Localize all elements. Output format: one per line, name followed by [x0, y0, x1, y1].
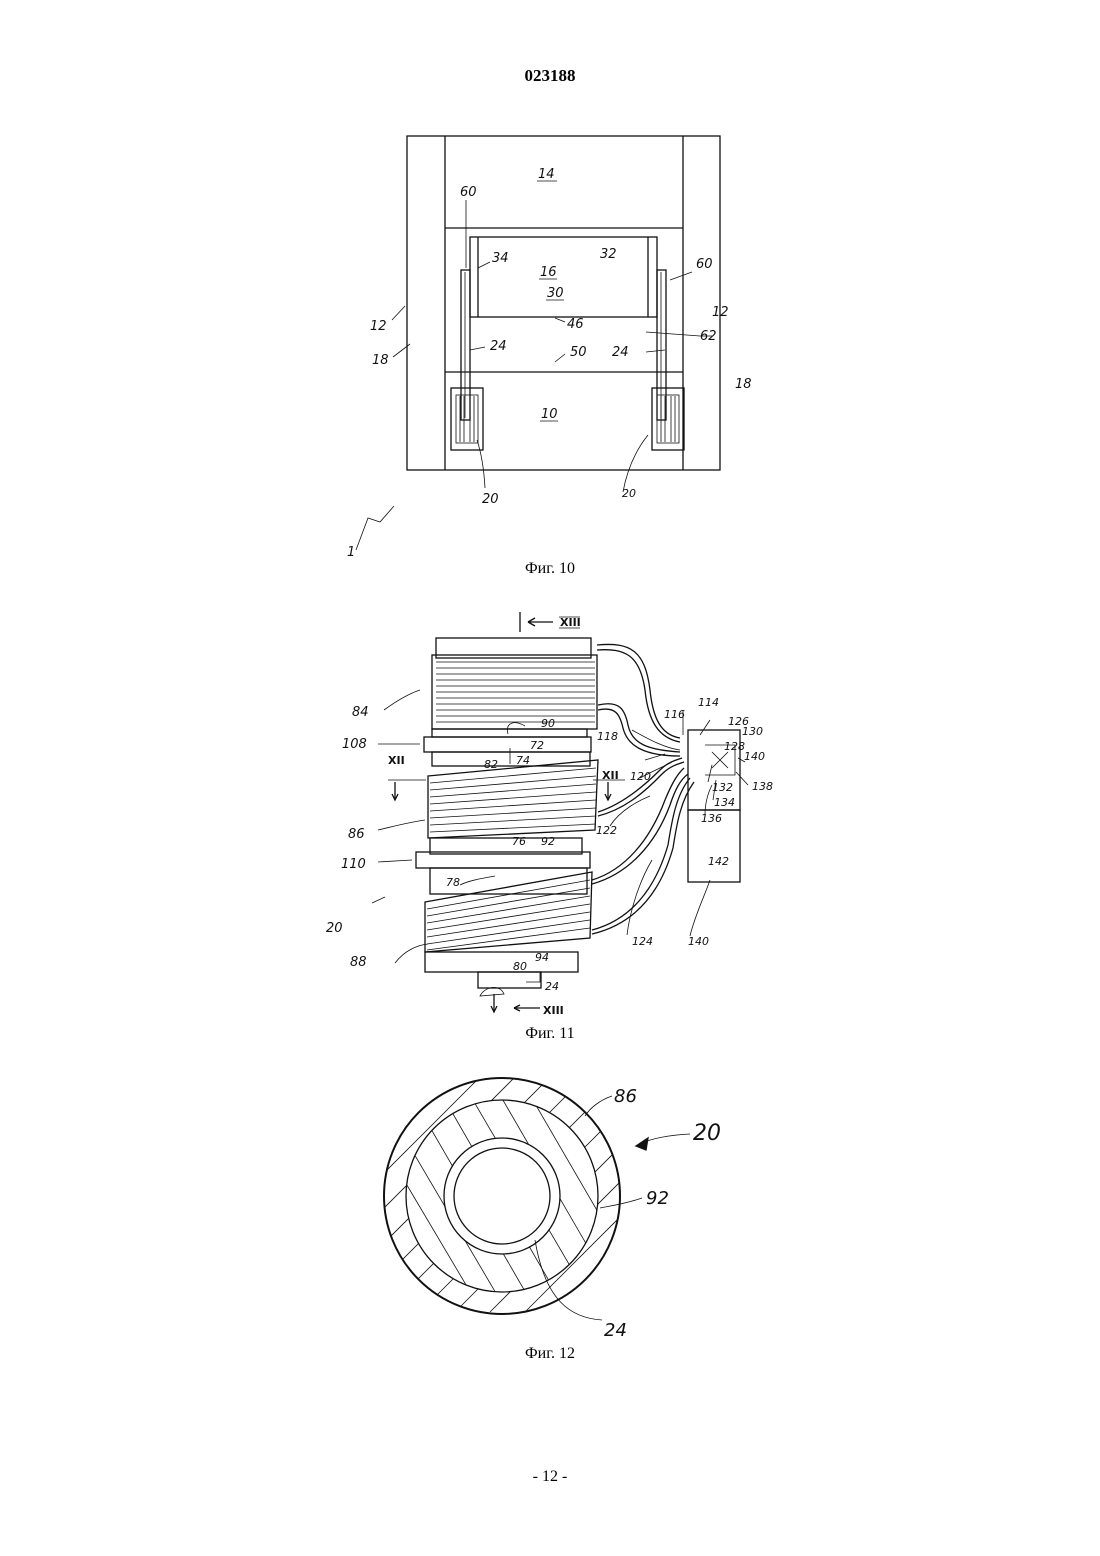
- fig12-outer-ring-86: [372, 1042, 640, 1314]
- fig12-labels: 86 20 92 24: [604, 1086, 721, 1341]
- label-24: 24: [604, 1320, 627, 1341]
- label-20: 20: [693, 1121, 721, 1146]
- label-92: 92: [646, 1188, 669, 1209]
- figure-12-caption: Фиг. 12: [0, 1345, 1100, 1363]
- page-number: - 12 -: [0, 1468, 1100, 1486]
- label-86: 86: [614, 1086, 637, 1107]
- fig12-inner-ring-92: [395, 1095, 620, 1300]
- fig12-rod-24: [454, 1148, 550, 1244]
